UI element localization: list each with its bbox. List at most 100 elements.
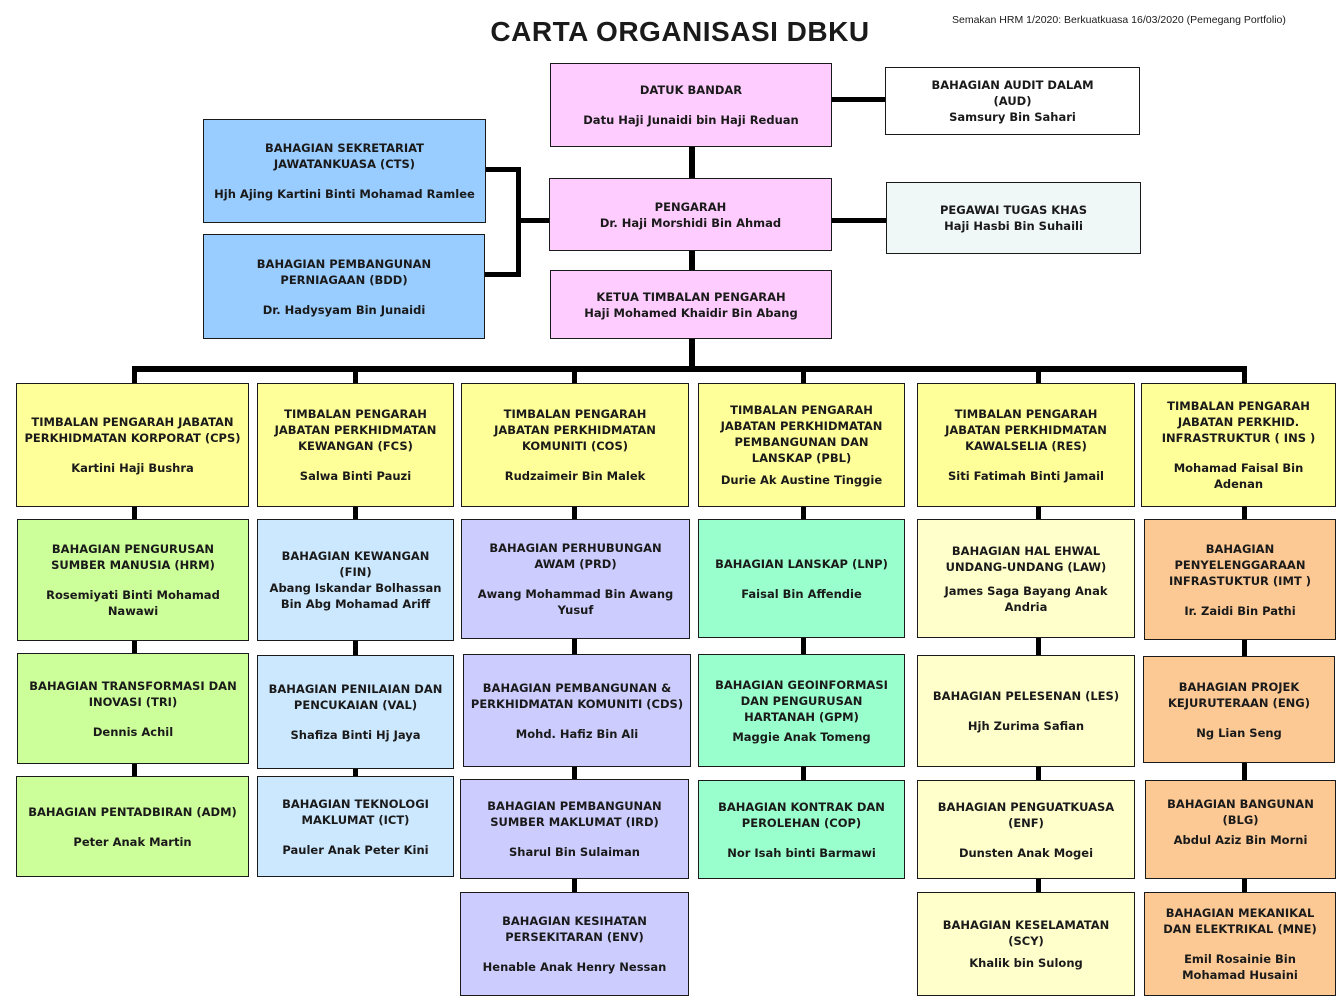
- org-box-gpm: BAHAGIAN GEOINFORMASI DAN PENGURUSAN HAR…: [698, 654, 905, 767]
- unit-title: BAHAGIAN KEWANGAN (FIN): [281, 549, 430, 579]
- org-box-cos: TIMBALAN PENGARAH JABATAN PERKHIDMATAN K…: [461, 383, 689, 507]
- person-name: Ir. Zaidi Bin Pathi: [1184, 603, 1296, 618]
- person-name: Dunsten Anak Mogei: [958, 845, 1094, 860]
- org-box-mne: BAHAGIAN MEKANIKAL DAN ELEKTRIKAL (MNE) …: [1144, 892, 1336, 996]
- org-box-audit: BAHAGIAN AUDIT DALAM (AUD) Samsury Bin S…: [885, 67, 1140, 135]
- org-box-pbl: TIMBALAN PENGARAH JABATAN PERKHIDMATAN P…: [698, 383, 905, 507]
- org-box-cts: BAHAGIAN SEKRETARIAT JAWATANKUASA (CTS) …: [203, 119, 486, 223]
- org-box-prd: BAHAGIAN PERHUBUNGAN AWAM (PRD) Awang Mo…: [461, 519, 690, 639]
- org-box-tugas-khas: PEGAWAI TUGAS KHAS Haji Hasbi Bin Suhail…: [886, 182, 1141, 254]
- person-name: Nor Isah binti Barmawi: [727, 845, 876, 860]
- person-name: Khalik bin Sulong: [969, 956, 1083, 970]
- unit-title: BAHAGIAN PROJEK KEJURUTERAAN (ENG): [1168, 679, 1310, 710]
- person-name: Shafiza Binti Hj Jaya: [290, 728, 421, 742]
- unit-title: TIMBALAN PENGARAH JABATAN PERKHIDMATAN K…: [494, 407, 656, 453]
- unit-title: BAHAGIAN MEKANIKAL DAN ELEKTRIKAL (MNE): [1163, 906, 1317, 936]
- connector-ketua-bus: [689, 337, 695, 369]
- org-box-adm: BAHAGIAN PENTADBIRAN (ADM) Peter Anak Ma…: [16, 776, 249, 877]
- connector-pengarah-tugaskhas: [831, 218, 887, 223]
- unit-title: BAHAGIAN PEMBANGUNAN SUMBER MAKLUMAT (IR…: [487, 799, 662, 829]
- person-name: Sharul Bin Sulaiman: [509, 845, 640, 859]
- unit-title: BAHAGIAN PENGURUSAN SUMBER MANUSIA (HRM): [51, 542, 215, 572]
- person-name: Rudzaimeir Bin Malek: [504, 469, 646, 483]
- unit-title: TIMBALAN PENGARAH JABATAN PERKHIDMATAN K…: [24, 415, 241, 445]
- org-box-hrm: BAHAGIAN PENGURUSAN SUMBER MANUSIA (HRM)…: [17, 519, 249, 641]
- person-name: Datu Haji Junaidi bin Haji Reduan: [583, 113, 799, 127]
- connector-bdd-bracket-bottom: [483, 272, 521, 277]
- unit-title: BAHAGIAN GEOINFORMASI DAN PENGURUSAN HAR…: [715, 677, 888, 724]
- connector-drop-col1: [132, 366, 137, 384]
- unit-title: BAHAGIAN PEMBANGUNAN PERNIAGAAN (BDD): [256, 256, 432, 287]
- unit-title: BAHAGIAN PENYELENGGARAAN INFRASTUKTUR (I…: [1168, 541, 1311, 588]
- person-name: Dennis Achil: [92, 724, 174, 739]
- connector-datuk-audit: [831, 97, 886, 102]
- connector-spine-col4: [801, 506, 806, 780]
- connector-pengarah-ketua: [689, 250, 695, 272]
- connector-drop-col4: [801, 366, 806, 384]
- org-box-pengarah: PENGARAH Dr. Haji Morshidi Bin Ahmad: [549, 178, 832, 251]
- unit-title: BAHAGIAN PENGUATKUASA (ENF): [937, 799, 1115, 830]
- org-box-cds: BAHAGIAN PEMBANGUNAN & PERKHIDMATAN KOMU…: [463, 654, 691, 767]
- org-box-ird: BAHAGIAN PEMBANGUNAN SUMBER MAKLUMAT (IR…: [460, 779, 689, 879]
- person-name: Mohamad Faisal Bin Adenan: [1173, 461, 1304, 491]
- unit-title: BAHAGIAN LANSKAP (LNP): [715, 556, 888, 571]
- org-box-ketua-timbalan: KETUA TIMBALAN PENGARAH Haji Mohamed Kha…: [550, 270, 832, 339]
- org-box-scy: BAHAGIAN KESELAMATAN (SCY) Khalik bin Su…: [917, 892, 1135, 996]
- unit-title: BAHAGIAN PERHUBUNGAN AWAM (PRD): [489, 541, 662, 571]
- unit-title: BAHAGIAN BANGUNAN (BLG): [1167, 796, 1314, 827]
- person-name: Maggie Anak Tomeng: [732, 729, 871, 744]
- org-box-res: TIMBALAN PENGARAH JABATAN PERKHIDMATAN K…: [917, 383, 1135, 507]
- person-name: Hjh Ajing Kartini Binti Mohamad Ramlee: [214, 187, 475, 201]
- person-name: Siti Fatimah Binti Jamail: [948, 469, 1104, 483]
- connector-drop-col3: [572, 366, 577, 384]
- unit-title: BAHAGIAN KESELAMATAN (SCY): [942, 918, 1110, 948]
- unit-title: BAHAGIAN TRANSFORMASI DAN INOVASI (TRI): [29, 678, 237, 709]
- person-name: Haji Mohamed Khaidir Bin Abang: [584, 305, 798, 320]
- org-box-law: BAHAGIAN HAL EHWAL UNDANG-UNDANG (LAW) J…: [917, 519, 1135, 638]
- org-box-eng: BAHAGIAN PROJEK KEJURUTERAAN (ENG) Ng Li…: [1143, 656, 1335, 763]
- person-name: Henable Anak Henry Nessan: [482, 960, 667, 974]
- unit-title: TIMBALAN PENGARAH JABATAN PERKHIDMATAN K…: [274, 407, 437, 453]
- org-box-bdd: BAHAGIAN PEMBANGUNAN PERNIAGAAN (BDD) Dr…: [203, 234, 485, 339]
- person-name: Emil Rosainie Bin Mohamad Husaini: [1182, 952, 1298, 982]
- person-name: Abang Iskandar Bolhassan Bin Abg Mohamad…: [269, 581, 442, 611]
- org-box-cop: BAHAGIAN KONTRAK DAN PEROLEHAN (COP) Nor…: [698, 780, 905, 879]
- unit-title: BAHAGIAN PENTADBIRAN (ADM): [28, 804, 237, 819]
- person-name: Dr. Hadysyam Bin Junaidi: [262, 302, 426, 317]
- unit-title: BAHAGIAN AUDIT DALAM (AUD): [931, 78, 1094, 108]
- unit-title: PEGAWAI TUGAS KHAS: [940, 203, 1087, 217]
- person-name: Pauler Anak Peter Kini: [282, 842, 429, 857]
- unit-title: BAHAGIAN KESIHATAN PERSEKITARAN (ENV): [502, 914, 647, 944]
- unit-title: DATUK BANDAR: [639, 83, 743, 97]
- org-box-cps: TIMBALAN PENGARAH JABATAN PERKHIDMATAN K…: [16, 383, 249, 507]
- person-name: Haji Hasbi Bin Suhaili: [944, 219, 1083, 233]
- org-box-val: BAHAGIAN PENILAIAN DAN PENCUKAIAN (VAL) …: [257, 655, 454, 769]
- person-name: Durie Ak Austine Tinggie: [720, 473, 883, 487]
- chart-title: CARTA ORGANISASI DBKU: [490, 16, 870, 47]
- org-box-tri: BAHAGIAN TRANSFORMASI DAN INOVASI (TRI) …: [17, 653, 249, 764]
- unit-title: TIMBALAN PENGARAH JABATAN PERKHIDMATAN K…: [945, 407, 1107, 453]
- person-name: Hjh Zurima Safian: [967, 719, 1085, 733]
- person-name: Dr. Haji Morshidi Bin Ahmad: [599, 215, 782, 230]
- connector-spine-col1: [132, 506, 137, 776]
- org-box-ict: BAHAGIAN TEKNOLOGI MAKLUMAT (ICT) Pauler…: [257, 776, 454, 877]
- connector-horizontal-bus: [133, 366, 1247, 372]
- person-name: Salwa Binti Pauzi: [299, 469, 412, 483]
- connector-drop-col6: [1242, 366, 1247, 384]
- person-name: Faisal Bin Affendie: [741, 586, 862, 601]
- person-name: Kartini Haji Bushra: [71, 461, 194, 475]
- connector-drop-col5: [1036, 366, 1041, 384]
- unit-title: TIMBALAN PENGARAH JABATAN PERKHID. INFRA…: [1161, 399, 1316, 445]
- connector-cts-bracket-top: [485, 167, 521, 172]
- org-box-ins: TIMBALAN PENGARAH JABATAN PERKHID. INFRA…: [1141, 383, 1336, 507]
- person-name: James Saga Bayang Anak Andria: [944, 583, 1108, 614]
- connector-spine-col2: [353, 506, 358, 776]
- revision-note: Semakan HRM 1/2020: Berkuatkuasa 16/03/2…: [952, 14, 1286, 26]
- unit-title: PENGARAH: [654, 199, 727, 214]
- unit-title: BAHAGIAN PELESENAN (LES): [932, 689, 1120, 703]
- connector-drop-col2: [353, 366, 358, 384]
- connector-bracket-pengarah: [516, 218, 551, 223]
- unit-title: BAHAGIAN KONTRAK DAN PEROLEHAN (COP): [718, 799, 885, 830]
- person-name: Samsury Bin Sahari: [949, 110, 1076, 124]
- org-box-fin: BAHAGIAN KEWANGAN (FIN) Abang Iskandar B…: [257, 519, 454, 641]
